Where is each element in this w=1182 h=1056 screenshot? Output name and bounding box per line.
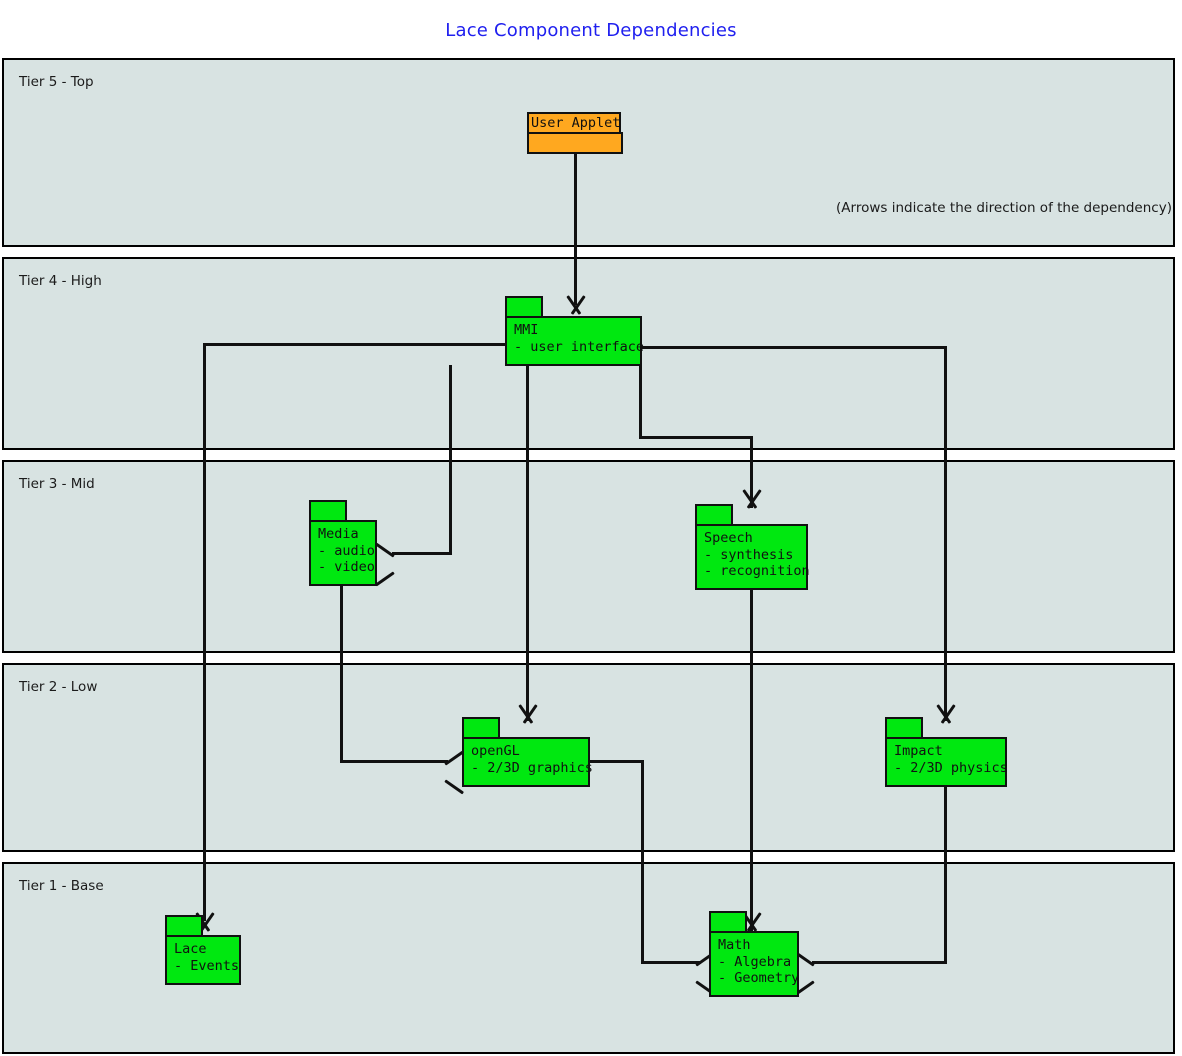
connector-mmi-to-media-horizontal xyxy=(392,552,452,555)
package-body-impact: Impact - 2/3D physics xyxy=(885,737,1008,787)
component-math[interactable]: Math - Algebra - Geometry xyxy=(709,911,799,997)
arrowhead-media-right xyxy=(375,542,399,587)
connector-mmi-to-impact-horizontal xyxy=(574,346,947,349)
component-impact[interactable]: Impact - 2/3D physics xyxy=(885,717,1008,787)
connector-media-to-opengl-vertical xyxy=(340,585,343,763)
package-body-media: Media - audio - video xyxy=(309,520,377,586)
package-tab-speech xyxy=(695,504,733,526)
connector-media-to-opengl-horizontal xyxy=(340,760,448,763)
component-mmi[interactable]: MMI - user interface xyxy=(505,296,645,366)
component-name-math: Math xyxy=(718,937,751,953)
package-tab-lace xyxy=(165,915,203,937)
connector-user-applet-to-mmi xyxy=(574,153,577,305)
connector-opengl-to-math-horizontal-a xyxy=(589,760,644,763)
connector-speech-to-math-vertical xyxy=(750,587,753,931)
component-detail-media-0: - audio xyxy=(318,542,375,559)
legend-note: (Arrows indicate the direction of the de… xyxy=(836,200,1172,216)
connector-mmi-to-opengl-vertical xyxy=(526,365,529,721)
tier-band-high: Tier 4 - High xyxy=(2,257,1175,450)
tier-label-top: Tier 5 - Top xyxy=(19,74,94,90)
component-name-speech: Speech xyxy=(704,530,753,546)
component-name-mmi: MMI xyxy=(514,322,539,338)
connector-impact-to-math-horizontal xyxy=(812,961,947,964)
component-detail-math-0: - Algebra xyxy=(718,953,792,970)
tier-label-low: Tier 2 - Low xyxy=(19,679,98,695)
package-tab-mmi xyxy=(505,296,543,318)
component-detail-impact-0: - 2/3D physics xyxy=(894,759,1008,776)
package-tab-impact xyxy=(885,717,923,739)
package-tab-math xyxy=(709,911,747,933)
package-body-speech: Speech - synthesis - recognition xyxy=(695,524,810,590)
connector-mmi-to-speech-vertical-a xyxy=(639,365,642,439)
component-detail-mmi-0: - user interface xyxy=(514,338,645,355)
package-body-lace: Lace - Events xyxy=(165,935,241,985)
package-body-opengl: openGL - 2/3D graphics xyxy=(462,737,593,787)
tier-band-mid: Tier 3 - Mid xyxy=(2,460,1175,653)
page-title: Lace Component Dependencies xyxy=(445,20,737,41)
component-detail-math-1: - Geometry xyxy=(718,970,800,987)
component-name-media: Media xyxy=(318,526,359,542)
package-tab-opengl xyxy=(462,717,500,739)
component-user-applet[interactable]: User Applet xyxy=(527,112,623,154)
component-detail-media-1: - video xyxy=(318,559,375,576)
tier-band-base: Tier 1 - Base xyxy=(2,862,1175,1054)
component-detail-lace-0: - Events xyxy=(174,957,240,974)
component-name-lace: Lace xyxy=(174,941,207,957)
connector-impact-to-math-vertical xyxy=(944,787,947,963)
tier-label-base: Tier 1 - Base xyxy=(19,878,104,894)
tier-label-high: Tier 4 - High xyxy=(19,273,102,289)
component-speech[interactable]: Speech - synthesis - recognition xyxy=(695,504,810,590)
connector-mmi-to-speech-vertical-b xyxy=(750,436,753,508)
tier-label-mid: Tier 3 - Mid xyxy=(19,476,95,492)
connector-opengl-to-math-horizontal-b xyxy=(641,961,701,964)
component-name-impact: Impact xyxy=(894,743,943,759)
component-detail-speech-1: - recognition xyxy=(704,563,810,580)
component-lace[interactable]: Lace - Events xyxy=(165,915,241,985)
package-tab-media xyxy=(309,500,347,522)
arrowhead-opengl-left xyxy=(440,750,464,795)
package-body-user-applet xyxy=(527,132,623,154)
component-name-user-applet: User Applet xyxy=(531,115,621,131)
connector-opengl-to-math-vertical xyxy=(641,760,644,963)
package-body-math: Math - Algebra - Geometry xyxy=(709,931,799,997)
package-body-mmi: MMI - user interface xyxy=(505,316,645,366)
connector-mmi-to-speech-horizontal xyxy=(639,436,753,439)
component-detail-speech-0: - synthesis xyxy=(704,546,794,563)
component-name-opengl: openGL xyxy=(471,743,520,759)
component-detail-opengl-0: - 2/3D graphics xyxy=(471,759,593,776)
connector-mmi-to-lace-vertical xyxy=(203,343,206,921)
connector-mmi-to-lace-horizontal xyxy=(204,343,576,346)
component-opengl[interactable]: openGL - 2/3D graphics xyxy=(462,717,593,787)
connector-mmi-to-media-vertical xyxy=(449,365,452,554)
component-media[interactable]: Media - audio - video xyxy=(309,500,377,586)
connector-mmi-to-impact-vertical xyxy=(944,346,947,721)
